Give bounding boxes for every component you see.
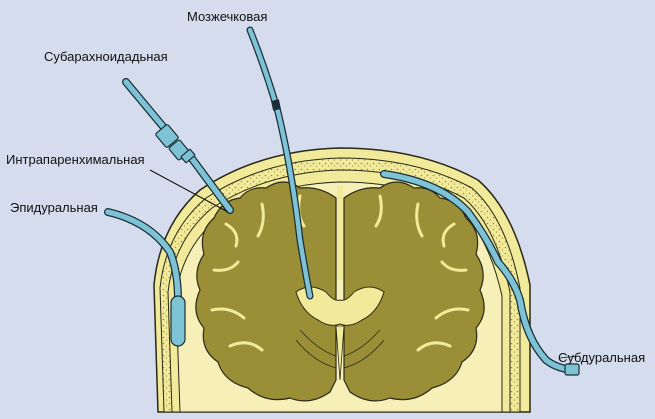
ventricular-catheter-marker <box>271 99 281 111</box>
label-subdural: Субдуральная <box>558 350 646 365</box>
subarachnoid-connector <box>155 124 196 164</box>
lateral-ventricles <box>295 286 385 326</box>
label-epidural: Эпидуральная <box>10 200 98 215</box>
internal-capsule-lines <box>295 329 385 369</box>
label-intraparenchymal: Интрапаренхимальная <box>6 152 145 167</box>
intraparenchymal-leader-line <box>149 169 229 213</box>
label-subarachnoid: Субарахноидадьная <box>44 49 168 64</box>
subdural-leader-line <box>559 355 579 359</box>
third-ventricle <box>335 325 345 381</box>
epidural-balloon <box>170 295 186 347</box>
subdural-catheter-end <box>564 363 580 376</box>
label-cerebellar: Мозжечковая <box>187 9 268 24</box>
